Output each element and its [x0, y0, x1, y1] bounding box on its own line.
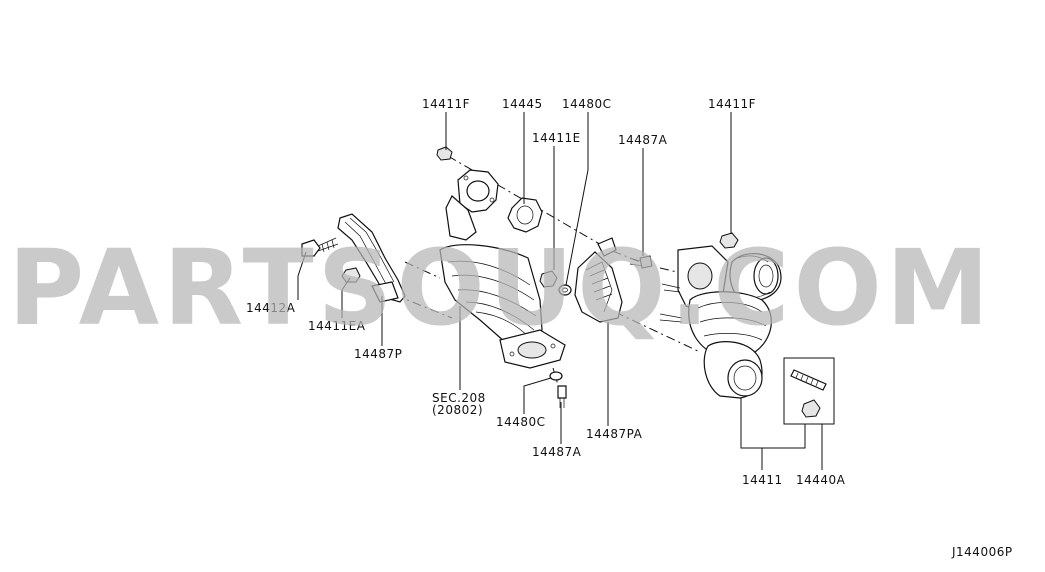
- catalytic-converter-part: [439, 169, 566, 369]
- stud-nut-kit-box: [783, 357, 835, 425]
- callout-sec-208: SEC.208: [432, 391, 486, 405]
- diagram-code: J144006P: [951, 545, 1013, 559]
- callout-14487a-bottom: 14487A: [532, 445, 582, 459]
- turbocharger-part: [659, 245, 782, 399]
- exhaust-tube-part: [337, 213, 406, 303]
- gasket-14445-part: [507, 197, 543, 233]
- callout-14411f-right: 14411F: [708, 97, 756, 111]
- callout-14411: 14411: [742, 473, 783, 487]
- callout-labels: 14411F 14445 14480C 14411E 14487A 14411F…: [246, 97, 846, 487]
- stud-bottom-part: [549, 371, 567, 408]
- callout-sec-208-sub: (20802): [432, 403, 483, 417]
- heat-insulator-14487pa-part: [574, 237, 623, 323]
- callout-14487pa: 14487PA: [586, 427, 643, 441]
- washer-14480c-top-part: [558, 284, 572, 296]
- callout-14411f-left: 14411F: [422, 97, 470, 111]
- callout-14412a: 14412A: [246, 301, 296, 315]
- nut-14411f-right-part: [719, 232, 739, 249]
- nut-14411f-left-part: [436, 146, 453, 161]
- callout-14445: 14445: [502, 97, 543, 111]
- callout-14487p: 14487P: [354, 347, 402, 361]
- bolt-14487a-top-part: [629, 255, 653, 269]
- callout-14440a: 14440A: [796, 473, 846, 487]
- callout-14411ea: 14411EA: [308, 319, 366, 333]
- callout-14487a-top: 14487A: [618, 133, 668, 147]
- nut-14411e-part: [539, 270, 558, 288]
- bolt-14412a-part: [301, 237, 339, 257]
- callout-14480c-top: 14480C: [562, 97, 612, 111]
- watermark-text: PARTSOUQ.COM: [8, 227, 993, 349]
- callout-14411e: 14411E: [532, 131, 581, 145]
- leader-lines: [297, 112, 823, 470]
- callout-14480c-bottom: 14480C: [496, 415, 546, 429]
- nut-14411ea-part: [341, 267, 361, 283]
